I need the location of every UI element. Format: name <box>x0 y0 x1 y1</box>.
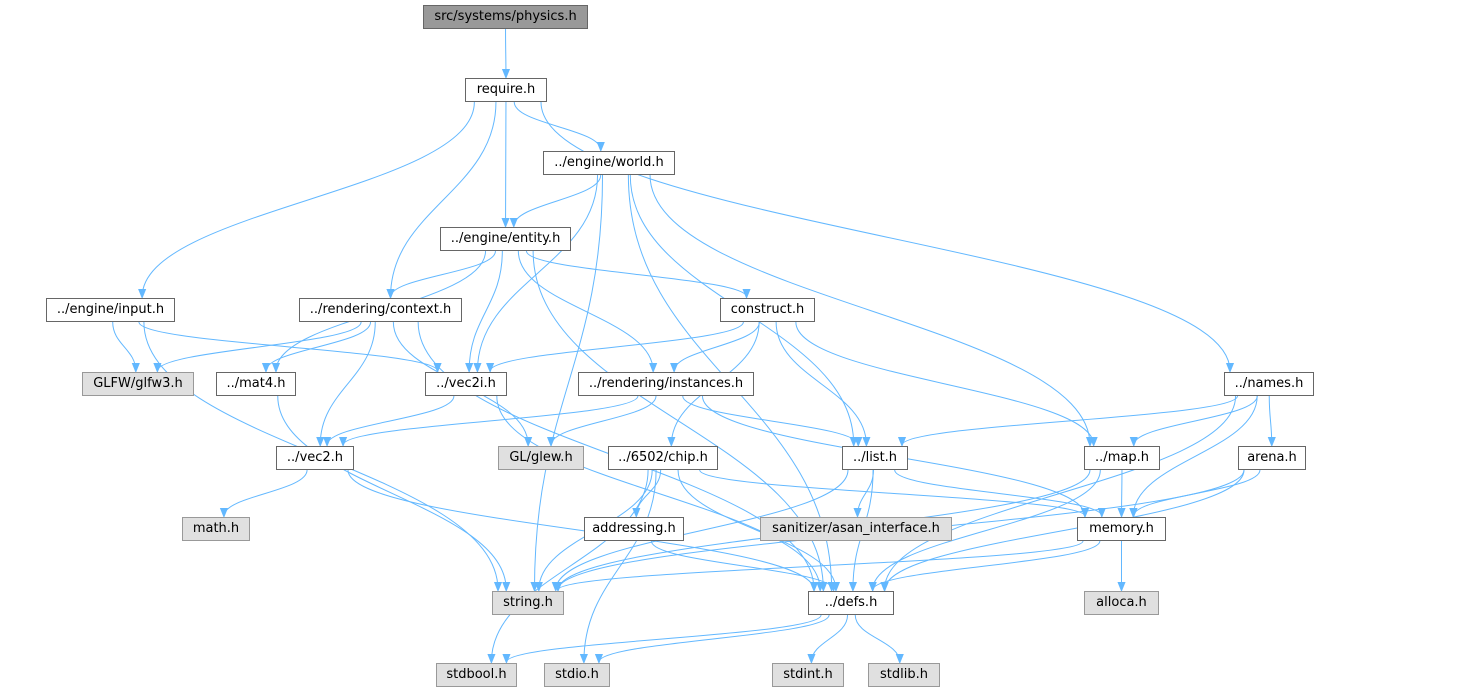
node-addressing[interactable]: addressing.h <box>584 517 684 541</box>
edge-require-to-context <box>391 101 497 297</box>
edge-require-to-world <box>513 101 601 150</box>
edge-instances-to-vec2 <box>343 395 639 445</box>
edge-world-to-string <box>534 174 604 590</box>
node-string: string.h <box>492 591 564 615</box>
edge-names-to-map <box>1134 395 1258 445</box>
edge-memory-to-defs <box>873 540 1101 590</box>
edge-names-to-defs <box>884 395 1237 590</box>
edge-construct-to-instances <box>674 321 760 371</box>
node-input[interactable]: ../engine/input.h <box>46 298 175 322</box>
edge-entity-to-instances <box>517 250 653 371</box>
edge-input-to-vec2i <box>138 321 438 371</box>
edge-world-to-vec2i <box>477 174 599 371</box>
node-physics: src/systems/physics.h <box>423 5 588 29</box>
edge-defs-to-stdint <box>811 614 849 662</box>
edge-defs-to-stdio <box>599 614 830 662</box>
edge-memory-to-string <box>558 540 1084 590</box>
node-vec2i[interactable]: ../vec2i.h <box>425 372 507 396</box>
edge-vec2-to-math <box>224 469 308 516</box>
edge-vec2-to-defs <box>347 469 814 590</box>
edge-construct-to-vec2i <box>490 321 744 371</box>
node-asan: sanitizer/asan_interface.h <box>760 517 952 541</box>
edge-instances-to-glew <box>551 395 657 445</box>
node-names[interactable]: ../names.h <box>1224 372 1314 396</box>
edge-chip-to-defs <box>677 469 836 590</box>
edge-instances-to-list <box>682 395 859 445</box>
edge-require-to-input <box>142 101 475 297</box>
edge-vec2i-to-defs <box>496 395 820 590</box>
node-defs[interactable]: ../defs.h <box>808 591 894 615</box>
edge-entity-to-context <box>391 250 496 297</box>
node-world[interactable]: ../engine/world.h <box>543 151 675 175</box>
edge-require-to-names <box>540 101 1230 371</box>
edge-construct-to-list <box>775 321 866 445</box>
edge-entity-to-construct <box>525 250 746 297</box>
edge-list-to-string <box>556 469 849 590</box>
edge-map-to-defs <box>873 469 1101 590</box>
node-entity[interactable]: ../engine/entity.h <box>440 227 571 251</box>
edge-defs-to-stdlib <box>854 614 900 662</box>
node-glew: GL/glew.h <box>498 446 584 470</box>
node-mat4[interactable]: ../mat4.h <box>216 372 296 396</box>
node-construct[interactable]: construct.h <box>720 298 815 322</box>
node-glfw: GLFW/glfw3.h <box>82 372 194 396</box>
edge-context-to-vec2 <box>320 321 376 445</box>
node-list[interactable]: ../list.h <box>842 446 908 470</box>
node-stdbool: stdbool.h <box>436 663 517 687</box>
node-require[interactable]: require.h <box>465 78 547 102</box>
node-chip[interactable]: ../6502/chip.h <box>608 446 718 470</box>
node-arena[interactable]: arena.h <box>1238 446 1306 470</box>
edge-world-to-entity <box>514 174 602 226</box>
node-math: math.h <box>182 517 250 541</box>
edge-chip-to-stdbool <box>491 469 649 662</box>
edge-list-to-memory <box>894 469 1102 516</box>
edge-names-to-arena <box>1269 395 1272 445</box>
node-stdint: stdint.h <box>772 663 844 687</box>
edge-chip-to-memory <box>699 469 1085 516</box>
node-vec2[interactable]: ../vec2.h <box>276 446 354 470</box>
node-context[interactable]: ../rendering/context.h <box>299 298 462 322</box>
edge-world-to-map <box>649 174 1090 445</box>
node-alloca: alloca.h <box>1084 591 1159 615</box>
edge-input-to-glfw <box>112 321 136 371</box>
edge-context-to-mat4 <box>266 321 372 371</box>
edge-arena-to-defs <box>885 469 1245 590</box>
edge-defs-to-stdbool <box>506 614 822 662</box>
node-stdio: stdio.h <box>544 663 610 687</box>
edge-names-to-memory <box>1133 395 1258 516</box>
edge-vec2i-to-vec2 <box>327 395 455 445</box>
edge-addressing-to-defs <box>650 540 833 590</box>
edge-entity-to-vec2i <box>469 250 503 371</box>
edge-list-to-asan <box>858 469 874 516</box>
edge-chip-to-stdio <box>584 469 657 662</box>
node-stdlib: stdlib.h <box>868 663 940 687</box>
edge-context-to-glfw <box>157 321 362 371</box>
node-memory[interactable]: memory.h <box>1077 517 1166 541</box>
edge-chip-to-addressing <box>636 469 662 516</box>
node-map[interactable]: ../map.h <box>1084 446 1160 470</box>
edge-names-to-list <box>902 395 1238 445</box>
edge-construct-to-map <box>795 321 1094 445</box>
edge-mat4-to-string <box>277 395 506 590</box>
node-instances[interactable]: ../rendering/instances.h <box>578 372 754 396</box>
